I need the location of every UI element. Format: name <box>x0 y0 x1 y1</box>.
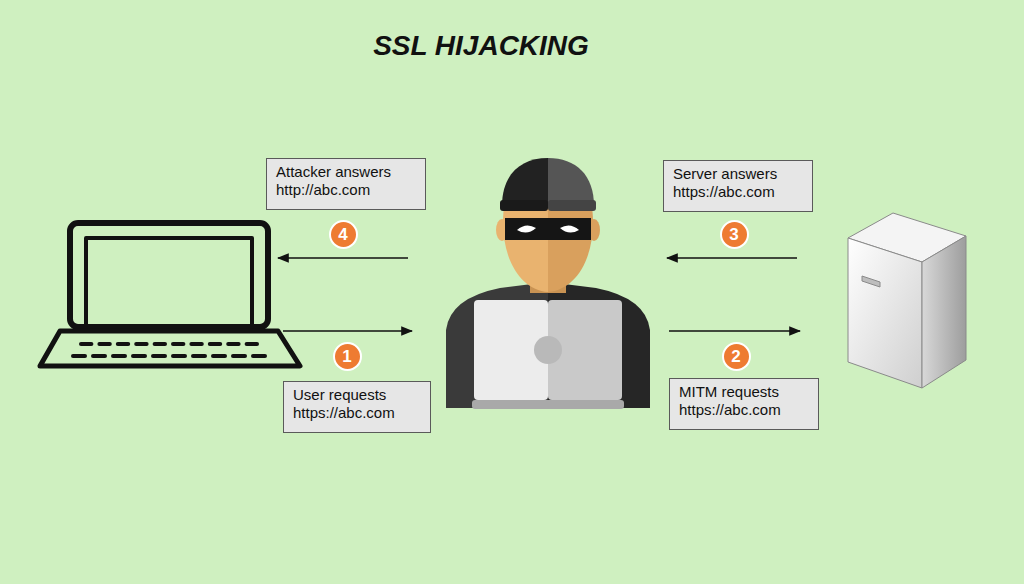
message-box: MITM requestshttps://abc.com <box>669 378 819 430</box>
response-arrow <box>667 257 797 259</box>
attacker-body <box>548 282 650 408</box>
step-number-circle: 2 <box>722 342 751 371</box>
message-text: Attacker answers <box>276 163 416 181</box>
callout-number: 2 <box>731 348 740 365</box>
step-number-circle: 1 <box>333 342 362 371</box>
attacker-mask <box>505 218 591 240</box>
key-dash <box>81 342 91 346</box>
message-box: Attacker answershttp://abc.com <box>266 158 426 210</box>
laptop-logo <box>534 336 562 364</box>
laptop-icon <box>40 223 300 366</box>
attacker-cap-band <box>500 200 548 211</box>
key-dash <box>228 342 238 346</box>
callout-number: 3 <box>729 226 738 243</box>
message-text: https://abc.com <box>673 183 803 201</box>
server-front <box>848 238 922 388</box>
key-dash <box>155 342 165 346</box>
step-number-circle: 4 <box>329 220 358 249</box>
message-text: https://abc.com <box>293 404 421 422</box>
key-dash <box>253 354 265 358</box>
message-box: User requestshttps://abc.com <box>283 381 431 433</box>
attacker-cap-band <box>548 200 596 211</box>
key-dash <box>93 354 105 358</box>
laptop-lid <box>70 223 268 327</box>
diagram-title: SSL HIJACKING <box>373 30 589 62</box>
key-dash <box>73 354 85 358</box>
callout-number: 4 <box>338 226 347 243</box>
laptop-keys <box>73 344 265 356</box>
message-text: MITM requests <box>679 383 809 401</box>
server-slot <box>862 276 880 287</box>
key-dash <box>213 354 225 358</box>
attacker-cap <box>548 158 594 206</box>
key-dash <box>99 342 109 346</box>
attacker-eye <box>560 225 579 232</box>
attacker-laptop-base <box>472 400 624 409</box>
attacker-cap <box>502 158 548 206</box>
key-dash <box>233 354 245 358</box>
attacker-figure <box>446 158 650 409</box>
key-dash <box>210 342 220 346</box>
message-text: https://abc.com <box>679 401 809 419</box>
key-dash <box>173 342 183 346</box>
laptop-base <box>40 331 300 366</box>
key-dash <box>173 354 185 358</box>
key-dash <box>118 342 128 346</box>
key-dash <box>153 354 165 358</box>
message-box: Server answershttps://abc.com <box>663 160 813 212</box>
attacker-body <box>446 282 548 408</box>
step-number-circle: 3 <box>720 220 749 249</box>
key-dash <box>133 354 145 358</box>
request-arrow <box>283 330 412 332</box>
callout-number: 1 <box>342 348 351 365</box>
attacker-eye <box>517 225 536 232</box>
laptop-screen <box>86 238 252 327</box>
key-dash <box>193 354 205 358</box>
response-arrow <box>278 257 408 259</box>
key-dash <box>136 342 146 346</box>
message-text: http://abc.com <box>276 181 416 199</box>
key-dash <box>113 354 125 358</box>
server-icon <box>848 213 966 388</box>
server-side <box>922 236 966 388</box>
request-arrow <box>669 330 800 332</box>
message-text: Server answers <box>673 165 803 183</box>
key-dash <box>247 342 257 346</box>
key-dash <box>191 342 201 346</box>
message-text: User requests <box>293 386 421 404</box>
